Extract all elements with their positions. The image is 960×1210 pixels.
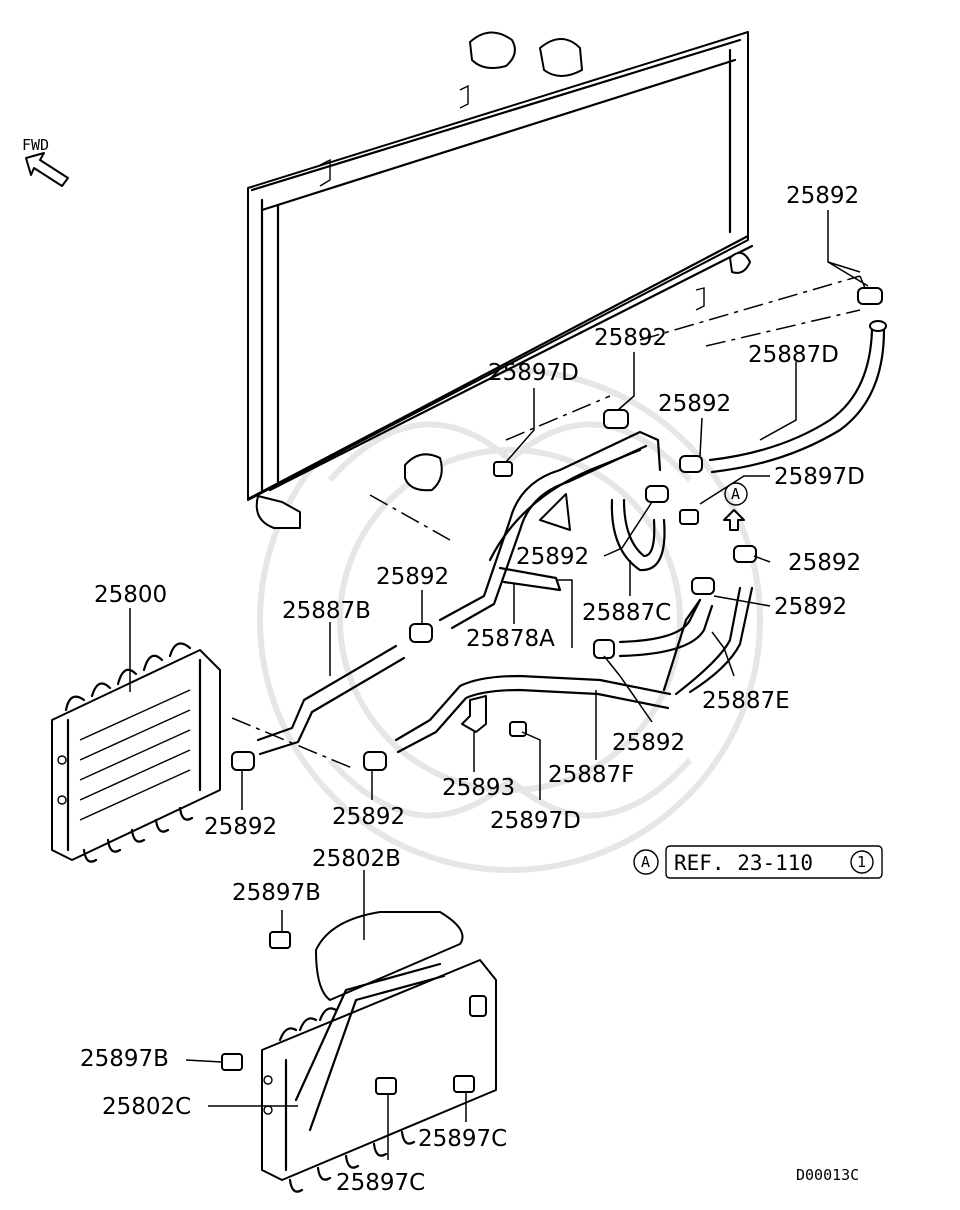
part-label: 25897B (80, 1046, 169, 1072)
hose-25887d (710, 328, 886, 474)
hose-end (869, 320, 887, 332)
part-label: 25897C (418, 1126, 507, 1152)
part-label: 25887B (282, 598, 371, 624)
hose-25887f (396, 688, 670, 754)
hose-25887e (618, 598, 702, 644)
hose-clamp-icon (231, 287, 883, 771)
oil-cooler-25800 (51, 642, 221, 863)
radiator (247, 31, 754, 529)
part-label: 25802C (102, 1094, 191, 1120)
part-label: 25897C (336, 1170, 425, 1196)
phantom-line (505, 395, 611, 441)
part-label: 25887E (702, 688, 790, 714)
phantom-line (705, 309, 861, 347)
part-label: 25887D (748, 342, 839, 368)
hose-25887c (610, 498, 666, 572)
tube-bracket (539, 493, 571, 531)
part-label: 25893 (442, 775, 515, 801)
up-arrow-icon (723, 509, 745, 531)
part-label: 25887C (582, 600, 671, 626)
reference-note: A REF. 23-110 1 (633, 845, 883, 879)
oil-cooler-bracket-25802b (261, 911, 497, 1193)
ref-note-text: REF. 23-110 (674, 851, 813, 875)
oil-tube (488, 448, 642, 562)
ref-note-marker: A (641, 853, 650, 871)
part-labels: 25892 25887D 25892 25897D 25892 25897D 2… (80, 183, 865, 1196)
leader-lines (129, 210, 869, 1160)
part-label: 25892 (786, 183, 859, 209)
part-label: 25892 (516, 544, 589, 570)
part-label: 25878A (466, 626, 555, 652)
part-label: 25892 (204, 814, 277, 840)
hose-25887e (618, 604, 714, 658)
part-label: 25887F (548, 762, 634, 788)
part-label: 25802B (312, 846, 401, 872)
clip-25893 (461, 695, 487, 733)
part-label: 25892 (612, 730, 685, 756)
part-label: 25892 (774, 594, 847, 620)
oil-tube (438, 430, 662, 622)
ref-marker-a-text: A (731, 485, 740, 503)
part-label: 25800 (94, 582, 167, 608)
drawing-code: D00013C (796, 1166, 859, 1184)
part-label: 25892 (376, 564, 449, 590)
hose-25887e (662, 598, 702, 692)
hose-25887f (394, 674, 672, 742)
hose-25887d (708, 328, 874, 462)
part-label: 25897D (490, 808, 581, 834)
hose-25887b (258, 656, 406, 756)
hose-25887e (674, 586, 742, 696)
ref-note-number: 1 (857, 853, 866, 871)
fwd-arrow-icon (25, 152, 69, 187)
phantom-line (369, 494, 451, 541)
part-label: 25892 (594, 325, 667, 351)
hose-25887c (622, 498, 656, 558)
part-label: 25897B (232, 880, 321, 906)
part-label: 25897D (488, 360, 579, 386)
part-label: 25892 (788, 550, 861, 576)
fwd-label: FWD (22, 136, 49, 154)
watermark (257, 367, 763, 873)
ref-marker-a (724, 482, 748, 506)
tube-25878a (498, 566, 562, 592)
part-label: 25897D (774, 464, 865, 490)
part-label: 25892 (332, 804, 405, 830)
hose-25887e (688, 586, 754, 694)
bolt-icon (221, 931, 475, 1095)
part-label: 25892 (658, 391, 731, 417)
phantom-line (639, 275, 861, 341)
hose-25887b (256, 644, 398, 742)
